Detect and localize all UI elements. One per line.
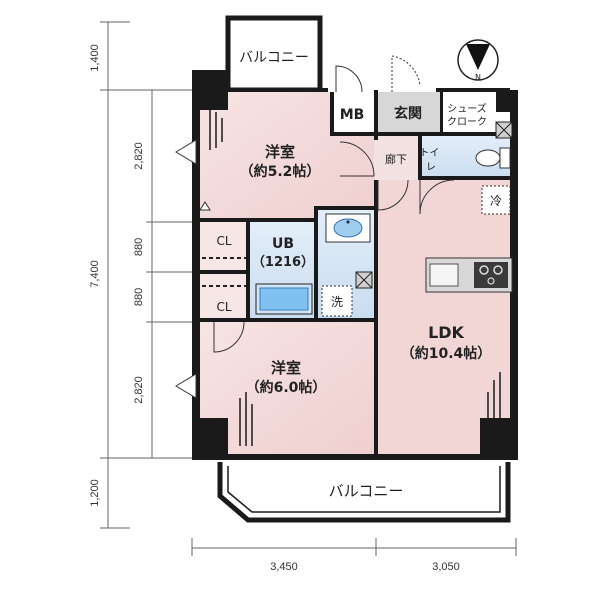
- wash-basin-icon: [325, 213, 371, 243]
- dim-horizontal-1: 3,450: [270, 561, 298, 573]
- room-ldk-fill: [378, 180, 516, 456]
- pipe-shaft-icon: [355, 121, 513, 289]
- balcony-north: バルコニー: [225, 15, 323, 93]
- dim-horizontal-2: 3,050: [432, 561, 460, 573]
- dim-vertical-2: 2,820: [133, 142, 145, 170]
- bathtub-icon: [255, 283, 313, 315]
- dim-vertical-1: 1,400: [89, 44, 101, 72]
- balcony-south-label: バルコニー: [329, 482, 404, 500]
- ac-unit-icons: [175, 139, 211, 399]
- mb-label: MB: [340, 107, 365, 123]
- mb-fill: [330, 92, 374, 136]
- dim-vertical-3: 880: [133, 238, 145, 256]
- room-ldk-name: LDK: [428, 323, 464, 342]
- toilet-label: トイ レ: [419, 148, 442, 173]
- outer-walls: [192, 70, 518, 460]
- compass-letter: N: [475, 73, 481, 82]
- dim-vertical-total: 7,400: [89, 260, 101, 288]
- room-ldk-size: （約10.4帖）: [401, 345, 492, 362]
- dimension-lines-left: [100, 21, 200, 529]
- room-western-north-size: （約5.2帖）: [240, 163, 321, 180]
- dim-vertical-5: 2,820: [133, 376, 145, 404]
- room-western-south-size: （約6.0帖）: [246, 379, 327, 396]
- closet-rails: [202, 257, 246, 287]
- unit-bath-name: UB: [272, 236, 294, 252]
- entrance-fill: [374, 92, 442, 136]
- closet-lower-label: CL: [216, 300, 231, 314]
- room-western-north-name: 洋室: [265, 143, 295, 161]
- entrance-label: 玄関: [394, 105, 422, 122]
- shoe-closet-line2: クローク: [447, 116, 487, 128]
- shoe-closet-fill: [442, 92, 492, 136]
- dim-vertical-6: 1,200: [89, 479, 101, 507]
- corridor-fill: [374, 136, 418, 180]
- balcony-south: バルコニー: [217, 462, 511, 523]
- toilet-label-line2: レ: [426, 162, 436, 173]
- kitchen-counter-icon: [425, 257, 513, 293]
- washer-label: 洗: [331, 295, 343, 309]
- fridge-space-icon: [481, 185, 511, 215]
- room-western-south-name: 洋室: [271, 359, 301, 377]
- closet-upper-label: CL: [216, 234, 231, 248]
- closet-lower-fill: [200, 274, 250, 320]
- interior-walls: [200, 90, 516, 456]
- corridor-label: 廊下: [385, 152, 407, 166]
- toilet-icon: [475, 147, 511, 169]
- compass-icon: N: [457, 39, 499, 82]
- dim-vertical-4: 880: [133, 288, 145, 306]
- toilet-label-line1: トイ: [419, 148, 439, 159]
- door-swings: [213, 55, 455, 353]
- closet-upper-fill: [200, 222, 250, 270]
- dimension-lines-bottom: [191, 538, 517, 556]
- washer-icon: [321, 285, 353, 317]
- unit-bath-size: （1216）: [252, 254, 314, 270]
- fridge-label: 冷: [490, 194, 502, 208]
- balcony-north-label: バルコニー: [239, 50, 309, 66]
- shoe-closet-line1: シューズ: [447, 102, 487, 115]
- window-hatches: [209, 110, 501, 446]
- room-western-south-fill: [200, 322, 374, 456]
